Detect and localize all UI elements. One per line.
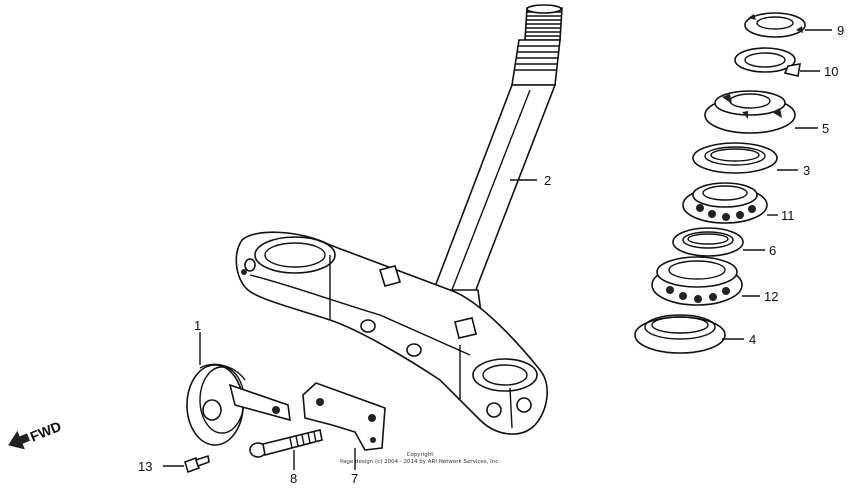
part-4-lower-seal: [634, 314, 744, 354]
copyright-line-2: Page design (c) 2004 - 2014 by ARI Netwo…: [339, 459, 501, 465]
direction-label: FWD: [28, 418, 64, 445]
copyright-notice: Copyright Page design (c) 2004 - 2014 by…: [330, 452, 510, 466]
part-10-lock-washer: [734, 47, 820, 77]
callout-5: 5: [822, 121, 829, 136]
copyright-line-1: Copyright: [406, 452, 434, 458]
callout-6: 6: [769, 243, 776, 258]
mounting-bolt: [249, 429, 323, 470]
callout-9: 9: [837, 23, 844, 38]
callout-10: 10: [824, 64, 838, 79]
horn-bracket: [302, 382, 386, 470]
lower-triple-clamp: [235, 231, 548, 435]
callout-3: 3: [803, 163, 810, 178]
callout-7: 7: [351, 471, 358, 486]
callout-13: 13: [138, 459, 152, 474]
steering-stem-shaft: [415, 4, 563, 321]
callout-2: 2: [544, 173, 551, 188]
horn-assembly: [186, 332, 291, 446]
callout-1: 1: [194, 318, 201, 333]
callout-8: 8: [290, 471, 297, 486]
part-5-adjusting-nut: [704, 90, 818, 134]
callout-11: 11: [781, 208, 795, 223]
callout-4: 4: [749, 332, 756, 347]
part-12-lower-bearing: [651, 256, 760, 306]
part-9-lock-nut: [744, 12, 832, 38]
callout-12: 12: [764, 289, 778, 304]
part-11-upper-bearing: [682, 182, 778, 224]
part-3-dust-seal: [692, 142, 798, 174]
part-6-bearing-race: [672, 227, 765, 257]
small-bolt: [163, 454, 210, 474]
forward-arrow-icon: [8, 430, 31, 450]
forward-direction-indicator: FWD: [8, 418, 64, 450]
